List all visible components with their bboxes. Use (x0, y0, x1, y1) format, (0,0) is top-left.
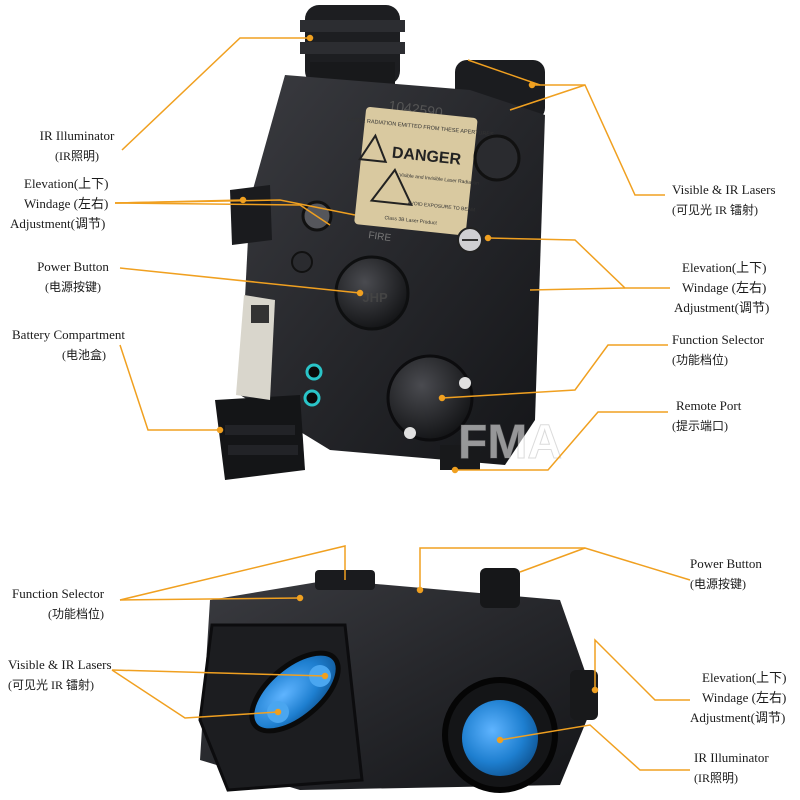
watermark: FMA (458, 416, 562, 469)
label-elevation-windage-top-left: Elevation(上下) Windage (左右) Adjustment(调节… (10, 176, 109, 231)
top-device: 1042590 LASER RADIATION EMITTED FROM THE… (215, 5, 545, 480)
button-engraving: JHP (362, 290, 388, 305)
leader-lines (111, 34, 691, 771)
label-visible-ir-lasers-top: Visible & IR Lasers (可见光 IR 镭射) (672, 182, 776, 217)
label-ir-illuminator-top: IR Illuminator (IR照明) (39, 128, 115, 163)
label-power-button-bottom: Power Button (电源按键) (690, 556, 762, 591)
bottom-device (198, 568, 598, 793)
label-function-selector-top: Function Selector (功能档位) (672, 332, 765, 367)
label-power-button-top: Power Button (电源按键) (37, 259, 109, 294)
svg-text:Class 3B Laser Product: Class 3B Laser Product (384, 215, 437, 227)
danger-sticker: LASER RADIATION EMITTED FROM THESE APERT… (347, 106, 494, 236)
label-function-selector-bottom: Function Selector (功能档位) (12, 586, 105, 621)
svg-text:FIRE: FIRE (368, 230, 392, 244)
label-ir-illuminator-bottom: IR Illuminator (IR照明) (694, 750, 769, 785)
label-remote-port: Remote Port (提示端口) (672, 398, 742, 433)
label-elevation-windage-top-right: Elevation(上下) Windage (左右) Adjustment(调节… (674, 260, 770, 315)
label-elevation-windage-bottom: Elevation(上下) Windage (左右) Adjustment(调节… (690, 670, 787, 725)
label-visible-ir-lasers-bottom: Visible & IR Lasers (可见光 IR 镭射) (8, 657, 112, 692)
label-battery-compartment: Battery Compartment (电池盒) (12, 327, 126, 362)
